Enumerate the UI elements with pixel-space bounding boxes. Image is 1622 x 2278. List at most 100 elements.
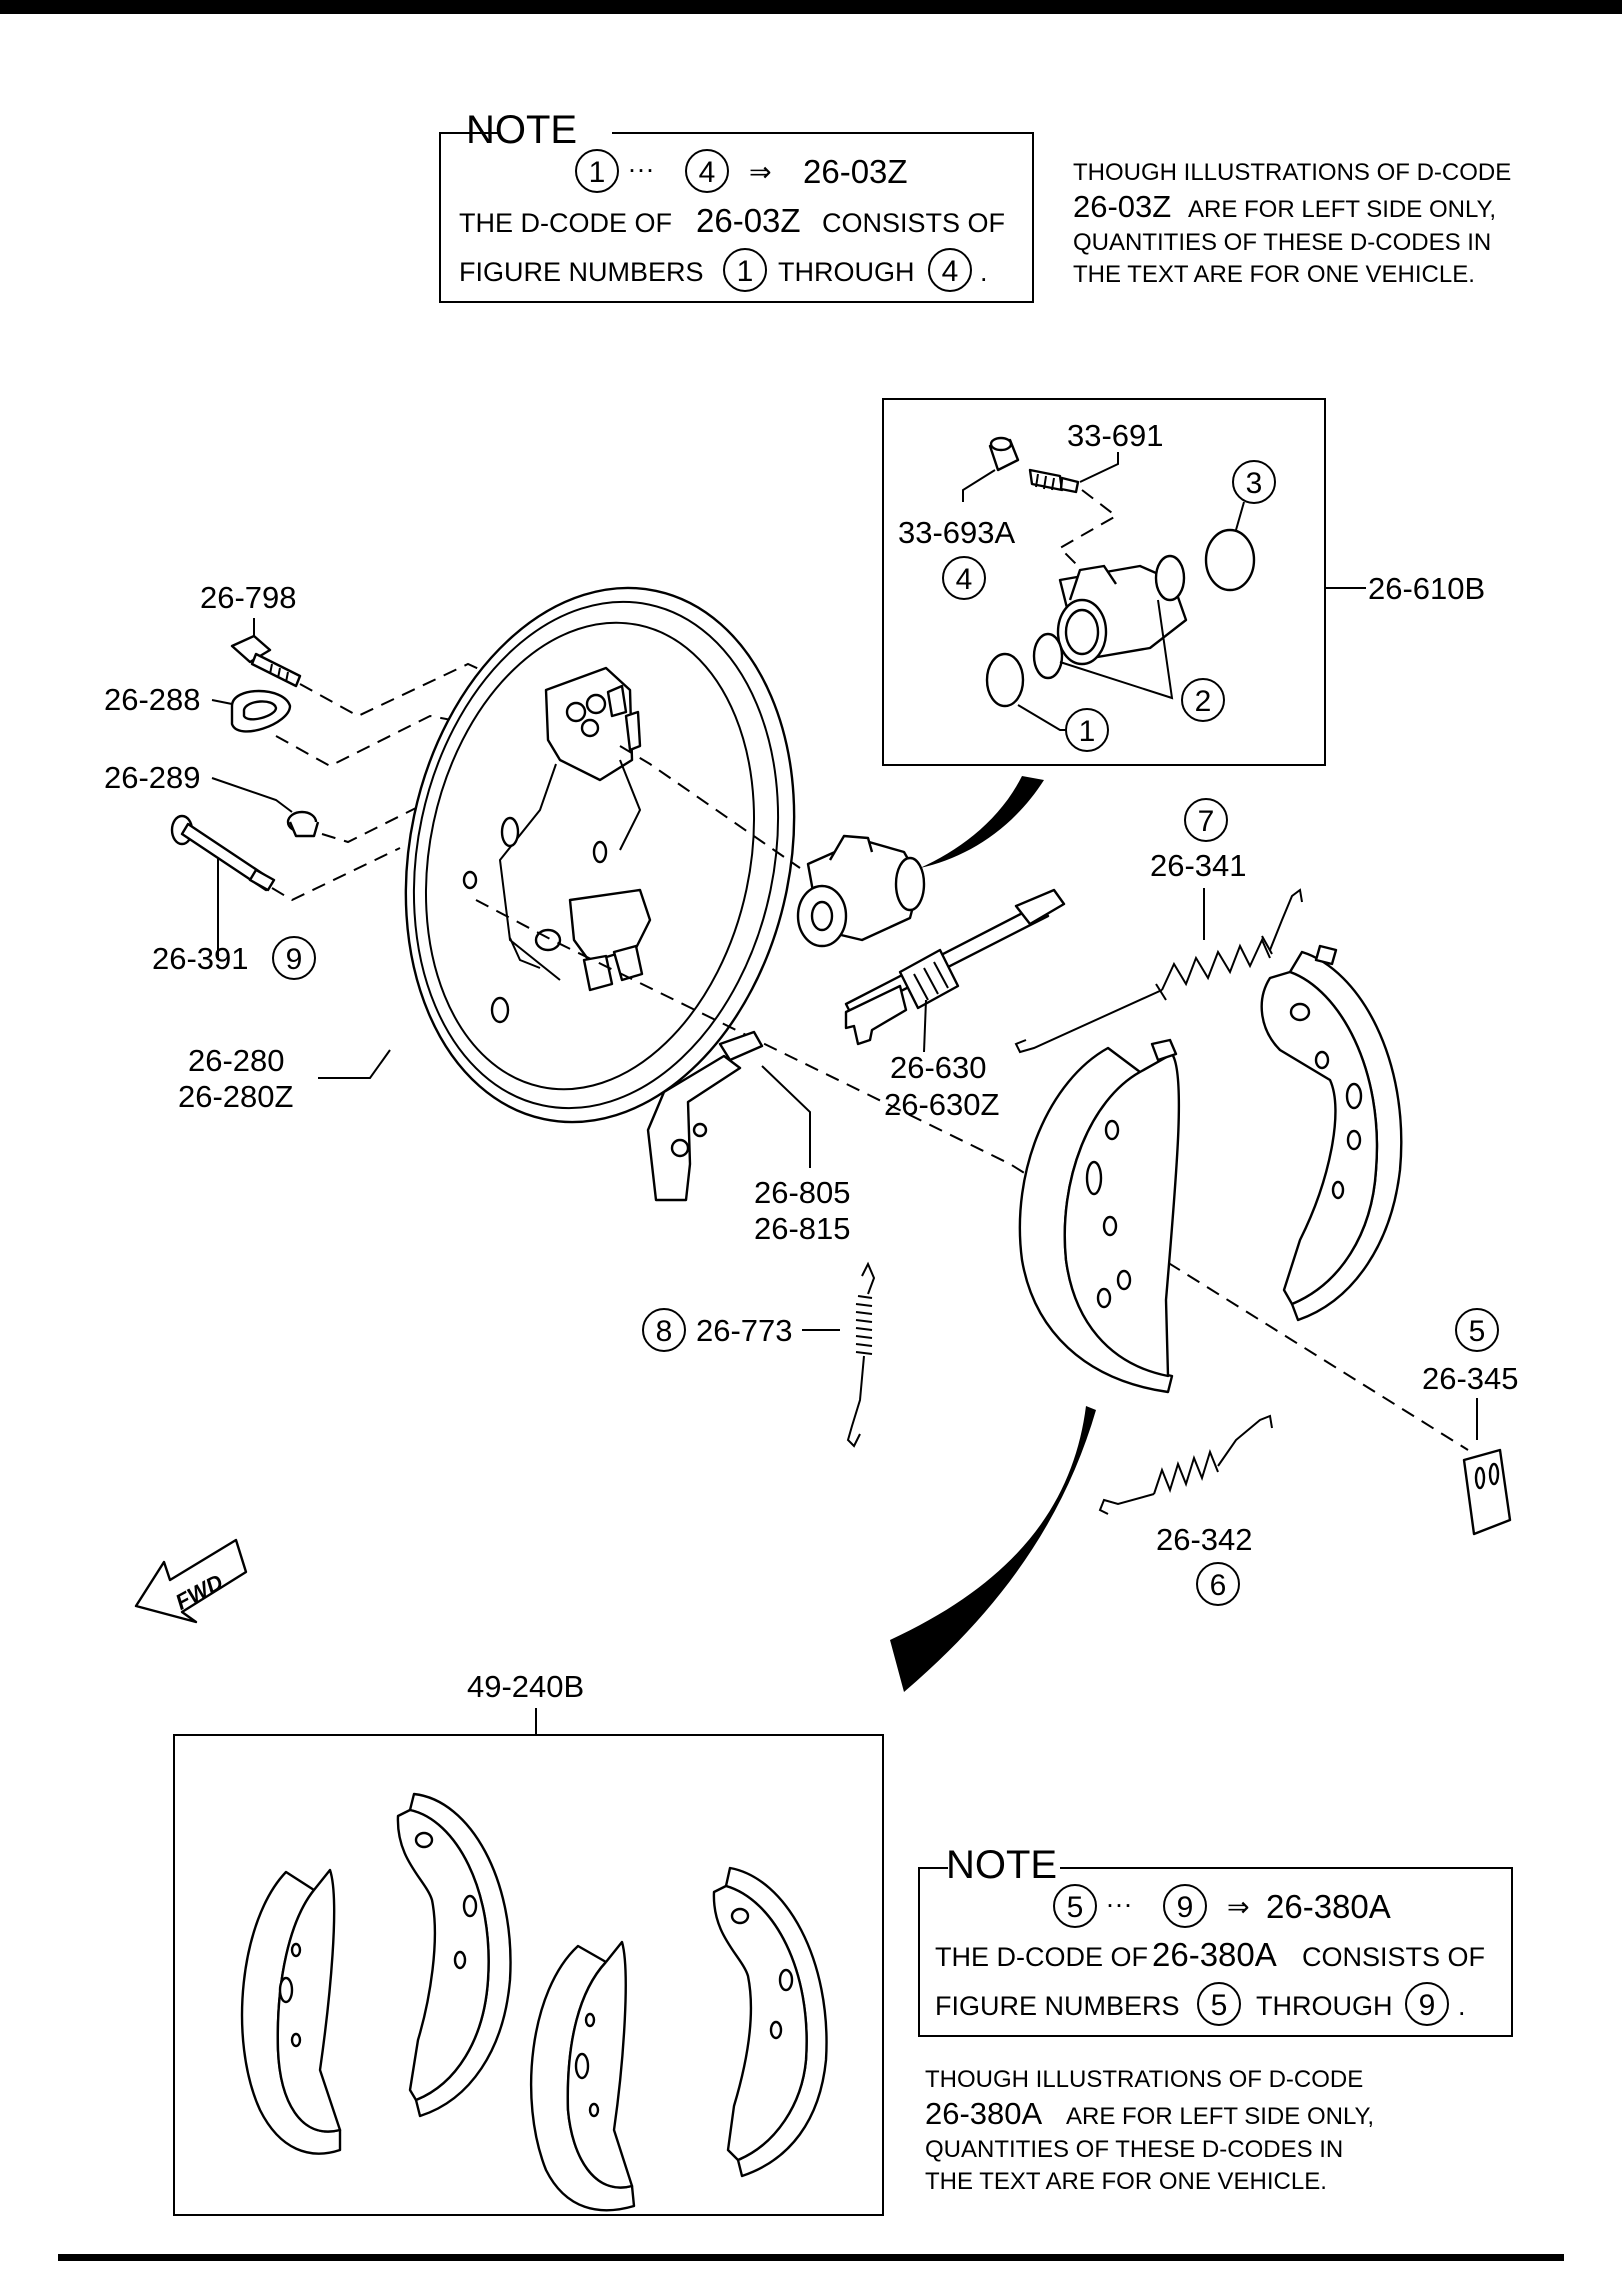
wheel-cylinder-assembled xyxy=(796,834,926,948)
note-1-range-start: 1 xyxy=(589,156,606,189)
brake-shoe-rear xyxy=(1260,944,1403,1322)
parking-brake-lever xyxy=(646,1030,764,1202)
wheel-cylinder-kit-box: 26-610B 33-691 33-693A 4 xyxy=(882,398,1485,766)
note-1-line2-code: 26-03Z xyxy=(696,202,801,239)
figure-circle xyxy=(575,149,619,193)
figure-number-7: 7 xyxy=(1198,805,1215,838)
note-2-line2-post: CONSISTS OF xyxy=(1302,1942,1485,1972)
label-26-280: 26-280 xyxy=(188,1043,285,1078)
side-note-1-line4: THE TEXT ARE FOR ONE VEHICLE. xyxy=(1073,261,1475,288)
retainer-cup xyxy=(286,810,320,838)
note-2-title: NOTE xyxy=(946,1843,1057,1887)
note-2-dots: ··· xyxy=(1106,1889,1133,1919)
side-note-2-line1: THOUGH ILLUSTRATIONS OF D-CODE xyxy=(925,2066,1363,2093)
note-box-2: NOTE 5 ··· 9 ⇒ 26-380A THE D-CODE OF 26-… xyxy=(918,1843,1513,2037)
figure-circle xyxy=(723,248,767,292)
side-note-2-line4: THE TEXT ARE FOR ONE VEHICLE. xyxy=(925,2168,1327,2195)
figure-circle xyxy=(1196,1562,1240,1606)
note-1-arrow: ⇒ xyxy=(749,157,772,187)
shoe-set-shoe-4 xyxy=(712,1866,828,2178)
figure-circle xyxy=(1197,1982,1241,2026)
label-26-773: 26-773 xyxy=(696,1313,793,1348)
note-2-line3-n2: 9 xyxy=(1419,1989,1436,2022)
note-2-line3-n1: 5 xyxy=(1211,1989,1228,2022)
top-border-bar xyxy=(0,0,1622,14)
figure-circle xyxy=(1163,1884,1207,1928)
side-note-2: THOUGH ILLUSTRATIONS OF D-CODE 26-380A A… xyxy=(925,2066,1374,2195)
bleeder-cap xyxy=(988,436,1020,472)
figure-number-3: 3 xyxy=(1246,467,1263,500)
side-note-1-line2: ARE FOR LEFT SIDE ONLY, xyxy=(1188,196,1496,223)
note-1-line3-mid: THROUGH xyxy=(778,257,915,287)
figure-circle xyxy=(1065,708,1109,752)
note-1-line2-post: CONSISTS OF xyxy=(822,208,1005,238)
side-note-2-code: 26-380A xyxy=(925,2096,1043,2131)
figure-circle xyxy=(1184,798,1228,842)
figure-number-4: 4 xyxy=(956,563,973,596)
label-26-630: 26-630 xyxy=(890,1050,987,1085)
note-2-line2-pre: THE D-CODE OF xyxy=(935,1942,1148,1972)
fwd-arrow-icon: FWD xyxy=(134,1538,248,1624)
figure-circle xyxy=(1232,460,1276,504)
label-26-815: 26-815 xyxy=(754,1211,851,1246)
figure-circle xyxy=(272,936,316,980)
note-1-range-end: 4 xyxy=(699,156,716,189)
figure-number-8: 8 xyxy=(656,1315,673,1348)
note-2-line3-end: . xyxy=(1458,1991,1466,2021)
shoe-set-shoe-3 xyxy=(529,1940,636,2212)
figure-number-6: 6 xyxy=(1210,1569,1227,1602)
figure-number-5: 5 xyxy=(1469,1315,1486,1348)
label-26-288: 26-288 xyxy=(104,682,201,717)
label-33-693A: 33-693A xyxy=(898,515,1016,550)
label-26-345: 26-345 xyxy=(1422,1361,1519,1396)
bleeder-screw xyxy=(1028,468,1080,494)
label-26-341: 26-341 xyxy=(1150,848,1247,883)
side-note-1-line1: THOUGH ILLUSTRATIONS OF D-CODE xyxy=(1073,159,1511,186)
side-note-2-line3: QUANTITIES OF THESE D-CODES IN xyxy=(925,2136,1343,2163)
brake-shoe-front xyxy=(1018,1038,1181,1394)
leader-swoosh-top xyxy=(920,776,1044,868)
note-1-line2-pre: THE D-CODE OF xyxy=(459,208,672,238)
shoe-set-shoe-2 xyxy=(396,1792,512,2118)
figure-circle xyxy=(1053,1884,1097,1928)
note-2-range-end: 9 xyxy=(1177,1891,1194,1924)
figure-circle xyxy=(942,556,986,600)
note-1-line3-n2: 4 xyxy=(942,255,959,288)
figure-number-9: 9 xyxy=(286,943,303,976)
figure-circle xyxy=(1455,1308,1499,1352)
side-note-1-code: 26-03Z xyxy=(1073,189,1171,224)
note-1-title: NOTE xyxy=(466,108,577,152)
piston-cup-right xyxy=(1154,554,1186,602)
backing-plate xyxy=(404,586,796,1124)
note-1-dots: ··· xyxy=(628,154,655,184)
bottom-border-bar xyxy=(58,2254,1564,2261)
note-2-arrow: ⇒ xyxy=(1227,1892,1250,1922)
figure-number-1: 1 xyxy=(1079,715,1096,748)
figure-number-2: 2 xyxy=(1195,685,1212,718)
adjuster-assembly xyxy=(844,888,1066,1046)
shoe-set-box-outline xyxy=(173,1734,884,2216)
label-49-240B: 49-240B xyxy=(467,1669,584,1704)
label-26-342: 26-342 xyxy=(1156,1522,1253,1557)
piston-left xyxy=(985,652,1025,708)
label-26-798: 26-798 xyxy=(200,580,297,615)
backing-plate-bolt xyxy=(230,634,302,688)
shoe-set-shoe-1 xyxy=(240,1868,342,2155)
return-spring-upper xyxy=(1014,888,1303,1054)
hold-down-clip xyxy=(1462,1448,1512,1536)
side-note-2-line2: ARE FOR LEFT SIDE ONLY, xyxy=(1066,2103,1374,2130)
kit-box-outline xyxy=(882,398,1326,766)
note-2-line2-code: 26-380A xyxy=(1152,1936,1277,1973)
note-2-code: 26-380A xyxy=(1266,1888,1391,1925)
figure-circle xyxy=(685,149,729,193)
note-2-range-start: 5 xyxy=(1067,1891,1084,1924)
label-26-610B: 26-610B xyxy=(1368,571,1485,606)
boot-right xyxy=(1204,528,1256,592)
leader-swoosh-bottom xyxy=(890,1406,1096,1692)
side-note-1-line3: QUANTITIES OF THESE D-CODES IN xyxy=(1073,229,1491,256)
note-2-line3-pre: FIGURE NUMBERS xyxy=(935,1991,1180,2021)
note-box-1: NOTE 1 ··· 4 ⇒ 26-03Z THE D-CODE OF 26-0… xyxy=(439,108,1034,303)
note-1-code: 26-03Z xyxy=(803,153,908,190)
adjuster-spring xyxy=(846,1261,876,1448)
